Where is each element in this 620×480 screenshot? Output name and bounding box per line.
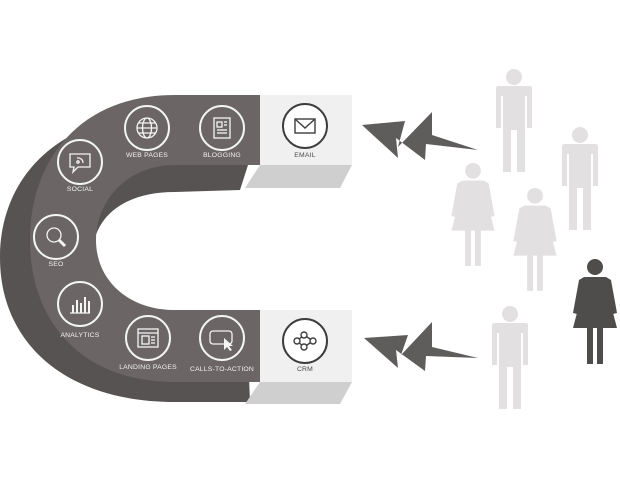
icon-social	[57, 139, 103, 185]
lightning-bolt-top	[362, 112, 478, 160]
person-female-icon	[451, 162, 495, 266]
bottom-pole-side	[245, 382, 352, 404]
label-analytics: ANALYTICS	[60, 332, 100, 339]
cursor-click-icon	[209, 330, 233, 351]
icon-blogging	[199, 105, 245, 151]
lightning-bolt-bottom	[364, 322, 478, 371]
icon-email	[282, 103, 328, 149]
globe-icon	[136, 117, 158, 139]
label-landing-pages: LANDING PAGES	[119, 364, 177, 371]
icon-web-pages	[124, 105, 170, 151]
person-male-icon	[492, 306, 528, 409]
label-blogging: BLOGGING	[203, 152, 241, 159]
icon-calls-to-action	[199, 315, 245, 361]
person-highlighted-icon	[573, 259, 617, 364]
label-web-pages: WEB PAGES	[125, 152, 169, 159]
label-seo: SEO	[48, 261, 64, 268]
label-email: EMAIL	[294, 152, 316, 159]
document-icon	[213, 117, 231, 139]
bar-chart-icon	[70, 297, 90, 314]
label-calls-to-action: CALLS-TO-ACTION	[189, 366, 255, 373]
audience-group	[451, 69, 617, 409]
top-pole-side	[245, 165, 352, 188]
envelope-icon	[294, 118, 316, 134]
icon-seo	[33, 214, 79, 260]
chat-bubble-icon	[69, 153, 91, 174]
label-social: SOCIAL	[66, 186, 94, 193]
person-male-icon	[562, 127, 598, 230]
network-nodes-icon	[293, 331, 317, 351]
landing-page-icon	[137, 328, 159, 348]
icon-crm	[282, 318, 328, 364]
icon-analytics	[57, 281, 103, 327]
person-female-icon	[513, 187, 557, 291]
magnifier-icon	[46, 227, 67, 248]
person-male-icon	[496, 69, 532, 172]
icon-landing-pages	[125, 315, 171, 361]
label-crm: CRM	[296, 366, 314, 373]
